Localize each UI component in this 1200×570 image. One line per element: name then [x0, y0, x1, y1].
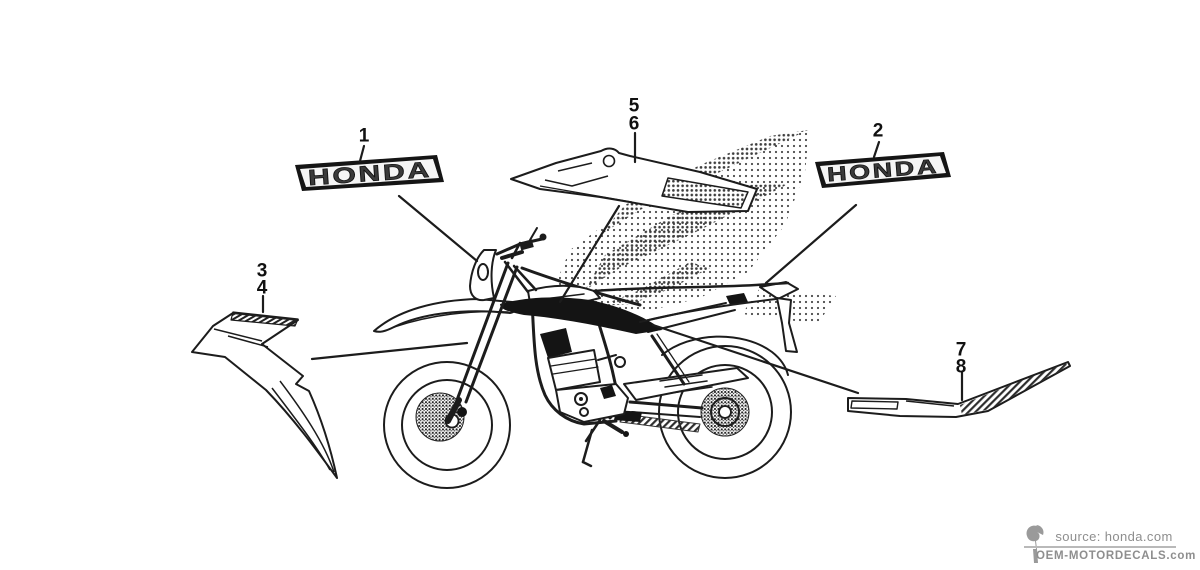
watermark-brand-text: OEM-MOTORDECALS.com — [1036, 550, 1197, 562]
front-fork-headlight-handlebar — [445, 227, 547, 424]
honda-emblem-text-1: HONDA — [307, 157, 432, 191]
watermark-divider — [1024, 546, 1176, 548]
callout-5: 5 — [628, 95, 640, 117]
leader-emblem2-to-bike — [764, 203, 858, 285]
leader-lines — [261, 131, 964, 402]
decal-7-8-swingarm-sticker — [847, 361, 1071, 418]
leader-decal34-to-bike — [310, 341, 469, 361]
callout-8: 8 — [955, 356, 967, 378]
frame-engine — [520, 266, 690, 468]
swingarm-chain-exhaust — [614, 367, 749, 433]
oem-motordecals-logo-icon — [1026, 525, 1044, 563]
front-bodywork — [373, 281, 790, 334]
callout-7: 7 — [955, 339, 967, 361]
decal-3-4-side-panel-sticker — [191, 311, 338, 479]
front-wheel — [383, 361, 511, 489]
decal-1-honda-emblem: HONDA — [295, 155, 444, 191]
leader-2-to-emblem — [872, 140, 881, 159]
callout-6: 6 — [628, 113, 640, 135]
leader-decal56-to-bike — [558, 204, 621, 304]
callout-1: 1 — [358, 125, 370, 147]
leader-1-to-emblem — [358, 144, 366, 163]
watermark-source-text: source: honda.com — [1055, 529, 1173, 544]
rear-wheel — [658, 345, 792, 479]
decal-5-6-shroud-sticker — [510, 147, 758, 213]
leader-bike-to-decal78 — [651, 323, 860, 395]
callout-4: 4 — [256, 277, 268, 299]
callout-3: 3 — [256, 260, 268, 282]
callout-2: 2 — [872, 120, 884, 142]
decal-2-honda-emblem: HONDA — [815, 152, 951, 188]
leader-emblem1-to-bike — [397, 194, 479, 263]
